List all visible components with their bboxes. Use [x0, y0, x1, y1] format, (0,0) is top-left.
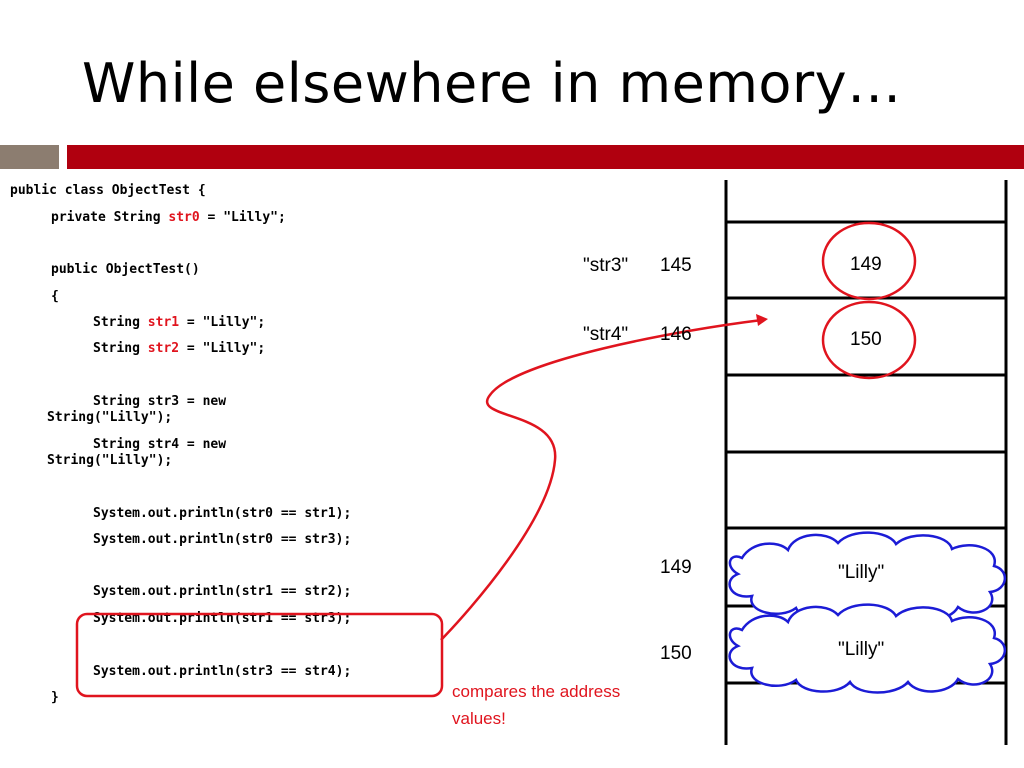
highlight-circle: [821, 300, 917, 380]
code-line: String str4 = new: [93, 437, 227, 452]
reference-value: 149: [850, 254, 882, 275]
annotation-line: compares the address: [452, 682, 621, 701]
code-line: }: [51, 690, 59, 705]
highlight-circle: [821, 221, 917, 301]
address-label: 150: [660, 643, 692, 664]
code-line: public class ObjectTest {: [10, 183, 206, 198]
address-label: 145: [660, 255, 692, 276]
annotation-note: compares the address values!: [452, 678, 662, 732]
annotation-line: values!: [452, 709, 506, 728]
object-value: "Lilly": [838, 562, 885, 583]
highlight-box: [75, 612, 444, 698]
variable-label-str3: "str3": [583, 255, 629, 276]
highlighted-variable: str2: [147, 341, 180, 356]
highlighted-variable: str0: [168, 210, 200, 225]
code-line: String str3 = new: [93, 394, 227, 409]
code-text: private String: [51, 210, 169, 225]
code-line: String str1 = "Lilly";: [93, 315, 265, 331]
highlighted-variable: str1: [147, 315, 180, 330]
code-text: = "Lilly";: [179, 341, 266, 356]
code-text: String: [93, 341, 148, 356]
title-bar-red: [67, 145, 1024, 169]
code-line: System.out.println(str1 == str2);: [93, 584, 352, 599]
code-line: System.out.println(str0 == str1);: [93, 506, 352, 521]
code-text: = "Lilly";: [199, 210, 286, 225]
code-text: = "Lilly";: [179, 315, 266, 330]
object-value: "Lilly": [838, 639, 885, 660]
code-line: System.out.println(str0 == str3);: [93, 532, 352, 547]
address-label: 146: [660, 324, 692, 345]
reference-value: 150: [850, 329, 882, 350]
code-line: {: [51, 289, 59, 304]
code-line: String("Lilly");: [47, 410, 173, 425]
code-text: String: [93, 315, 148, 330]
cloud-shape: [728, 531, 1006, 622]
title-bar-gray: [0, 145, 59, 169]
code-line: private String str0 = "Lilly";: [51, 210, 286, 226]
code-line: public ObjectTest(): [51, 262, 200, 277]
code-line: String str2 = "Lilly";: [93, 341, 265, 357]
arrowhead-icon: [756, 314, 768, 326]
cloud-shape: [728, 603, 1006, 694]
code-line: String("Lilly");: [47, 453, 173, 468]
slide-title: While elsewhere in memory…: [82, 52, 902, 115]
variable-label-str4: "str4": [583, 324, 629, 345]
code-line: System.out.println(str3 == str4);: [93, 664, 352, 679]
arrow-path: [440, 318, 763, 641]
address-label: 149: [660, 557, 692, 578]
